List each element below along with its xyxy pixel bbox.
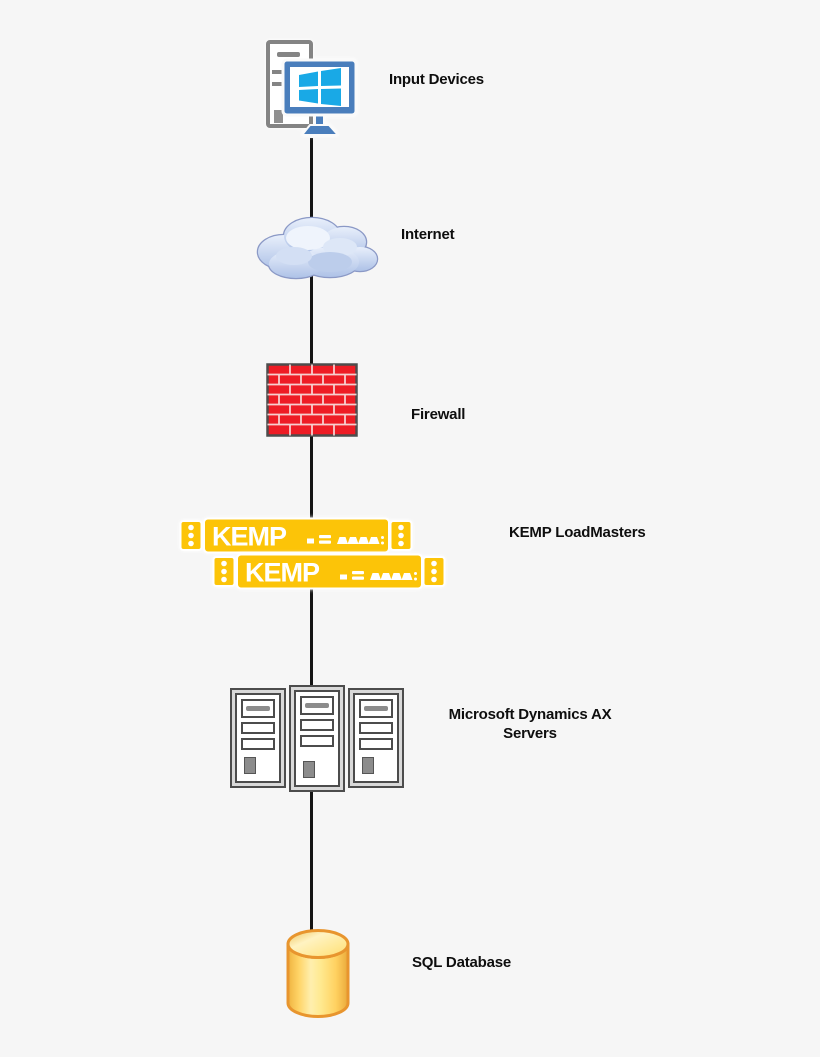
server-tower-icon	[289, 684, 345, 792]
dynamics-ax-servers-label: Microsoft Dynamics AX Servers	[430, 705, 630, 743]
drive-bay	[359, 699, 393, 718]
cloud-icon	[256, 216, 379, 280]
appliance-ports-icon	[307, 535, 384, 545]
drive-slot	[359, 722, 393, 734]
database-cylinder-icon	[286, 929, 350, 1018]
power-button-icon	[303, 760, 315, 778]
kemp-loadmasters-label: KEMP LoadMasters	[509, 524, 646, 541]
kemp-logo-text: KEMP	[212, 522, 287, 552]
drive-slot	[300, 734, 334, 747]
drive-bay	[300, 695, 334, 715]
input-devices-label: Input Devices	[389, 71, 484, 88]
power-button-icon	[244, 757, 256, 774]
drive-slot	[359, 738, 393, 750]
kemp-logo-text: KEMP	[245, 558, 320, 588]
drive-slot	[241, 738, 275, 750]
dynamics-ax-servers-label-line1: Microsoft Dynamics AX	[448, 706, 612, 723]
drive-bay	[241, 699, 275, 718]
brick-wall-icon	[266, 363, 358, 437]
drive-slot	[300, 718, 334, 731]
desktop-computer-icon	[266, 40, 358, 136]
dynamics-ax-servers-label-line2: Servers	[503, 725, 557, 742]
sql-database-label: SQL Database	[412, 954, 512, 971]
windows-logo-icon	[299, 68, 341, 106]
loadmaster-appliance-icon: KEMP	[179, 517, 413, 554]
server-tower-icon	[348, 688, 404, 788]
server-tower-icon	[230, 688, 286, 788]
internet-label: Internet	[401, 226, 455, 243]
server-tower-group	[230, 684, 404, 792]
power-button-icon	[362, 757, 374, 774]
appliance-ports-icon	[340, 571, 417, 581]
loadmaster-appliance-icon: KEMP	[212, 553, 446, 590]
drive-slot	[241, 722, 275, 734]
firewall-label: Firewall	[411, 406, 466, 423]
